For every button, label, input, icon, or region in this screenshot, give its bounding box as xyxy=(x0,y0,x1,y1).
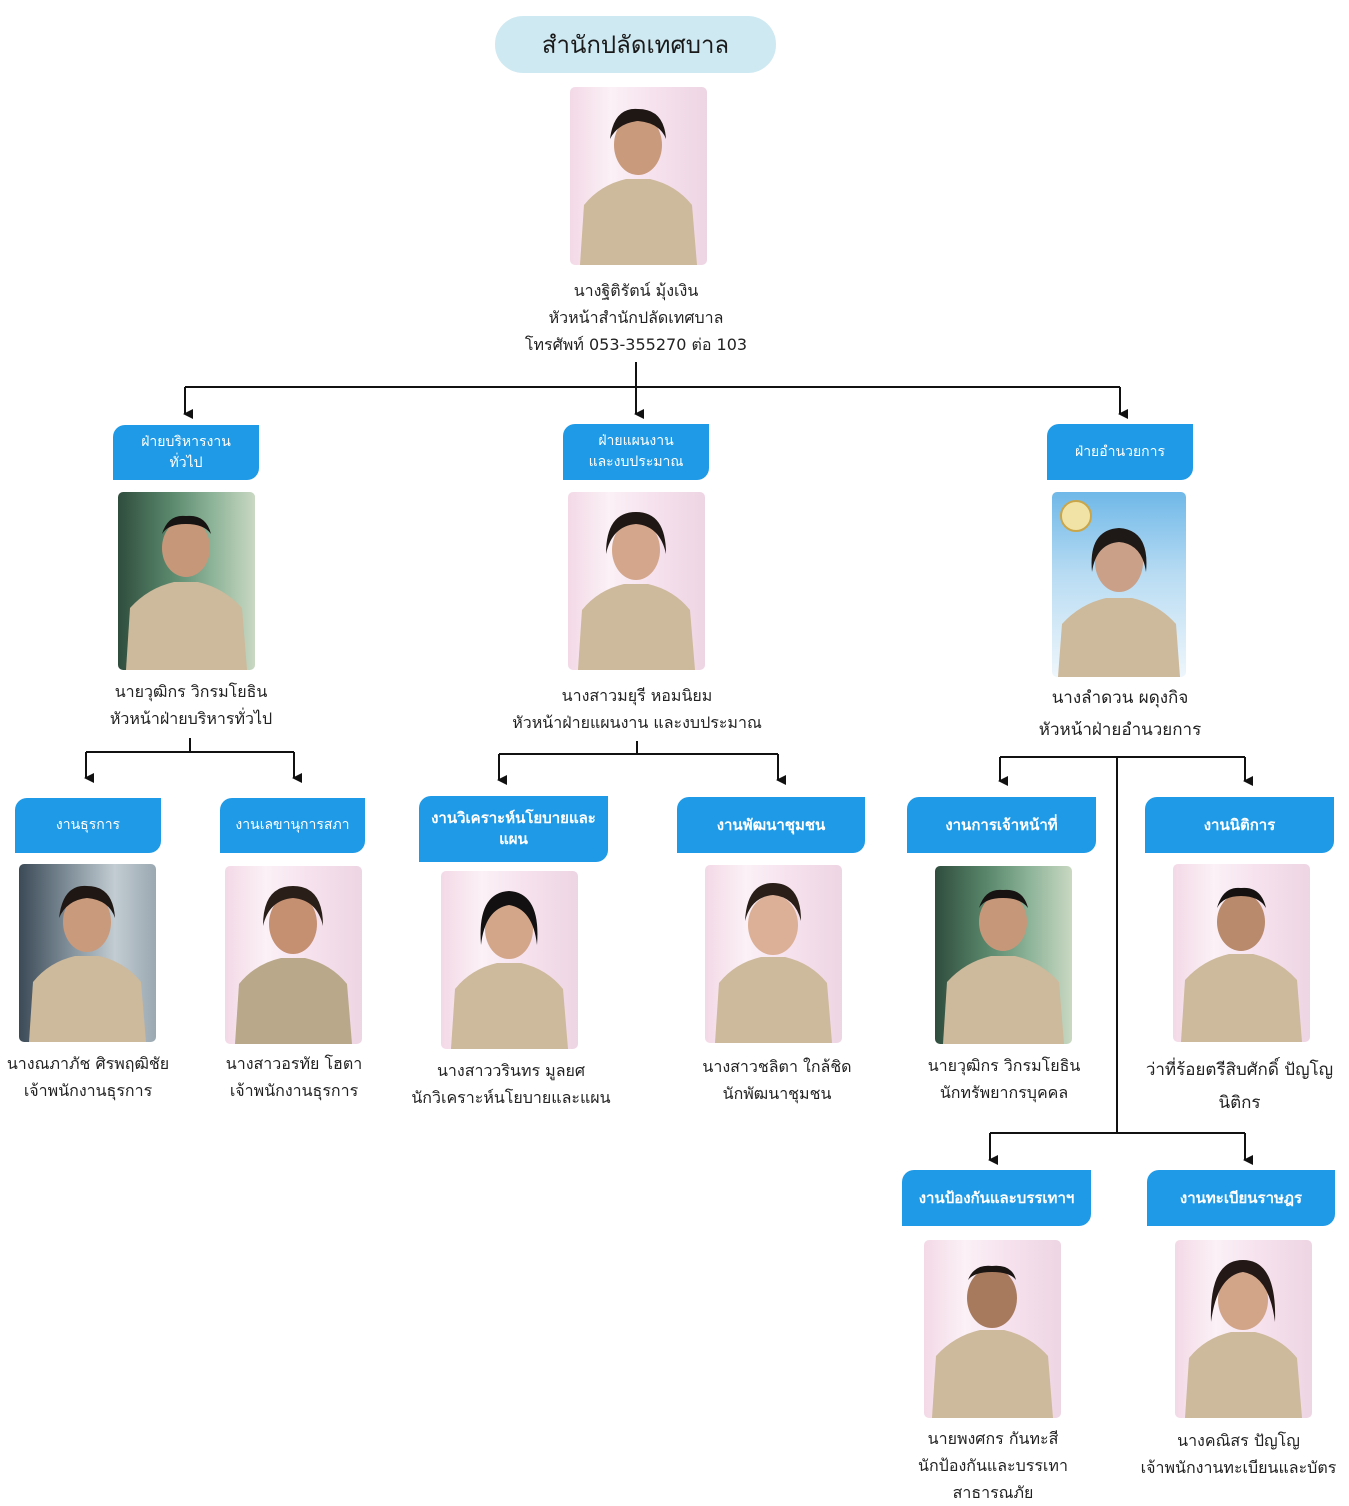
unit-staff-caption: นายวุฒิกร วิกรมโยธิน นักทรัพยากรบุคคล xyxy=(900,1052,1108,1106)
division-head-name: นายวุฒิกร วิกรมโยธิน xyxy=(114,682,268,701)
unit-label-text: งานทะเบียนราษฎร xyxy=(1179,1188,1303,1207)
unit-staff-photo xyxy=(225,866,362,1044)
page-title: สำนักปลัดเทศบาล xyxy=(495,16,776,73)
unit-staff-role: เจ้าพนักงานธุรการ xyxy=(23,1081,153,1100)
unit-label-council-secretary: งานเลขานุการสภา xyxy=(220,798,365,853)
unit-staff-caption: นางสาวอรทัย โฮตา เจ้าพนักงานธุรการ xyxy=(200,1050,388,1104)
head-caption: นางฐิติรัตน์ มุ้งเงิน หัวหน้าสำนักปลัดเท… xyxy=(470,277,802,358)
unit-label-personnel: งานการเจ้าหน้าที่ xyxy=(907,797,1096,853)
head-name: นางฐิติรัตน์ มุ้งเงิน xyxy=(573,281,699,300)
unit-staff-role-line2: สาธารณภัย xyxy=(952,1483,1034,1502)
unit-staff-role: นิติกร xyxy=(1218,1093,1261,1113)
unit-staff-name: นางสาววรินทร มูลยศ xyxy=(436,1061,586,1080)
unit-staff-caption: นางสาววรินทร มูลยศ นักวิเคราะห์นโยบายและ… xyxy=(395,1057,627,1111)
division-label-text: ฝ่ายอำนวยการ xyxy=(1074,443,1166,460)
unit-label-policy-analysis: งานวิเคราะห์นโยบายและแผน xyxy=(419,796,608,862)
unit-staff-photo xyxy=(1175,1240,1312,1418)
unit-label-line2: แผน xyxy=(499,830,528,848)
division-head-role: หัวหน้าฝ่ายบริหารทั่วไป xyxy=(109,709,273,728)
unit-staff-caption: ว่าที่ร้อยตรีสิบศักดิ์ ปัญโญ นิติกร xyxy=(1130,1054,1349,1120)
unit-label-clerical: งานธุรการ xyxy=(15,798,161,853)
unit-label-text: งานป้องกันและบรรเทาฯ xyxy=(918,1188,1075,1207)
unit-staff-role: เจ้าพนักงานทะเบียนและบัตร xyxy=(1140,1458,1337,1477)
unit-staff-caption: นางณภาภัช ศิรพฤฒิชัย เจ้าพนักงานธุรการ xyxy=(0,1050,176,1104)
division-label-planning-budget: ฝ่ายแผนงานและงบประมาณ xyxy=(563,424,709,480)
unit-label-civil-registration: งานทะเบียนราษฎร xyxy=(1147,1170,1335,1226)
division-label-administration: ฝ่ายอำนวยการ xyxy=(1047,424,1193,480)
division-head-role: หัวหน้าฝ่ายแผนงาน และงบประมาณ xyxy=(512,713,762,732)
division-head-caption: นายวุฒิกร วิกรมโยธิน หัวหน้าฝ่ายบริหารทั… xyxy=(60,678,322,732)
unit-staff-role-line1: นักป้องกันและบรรเทา xyxy=(918,1456,1068,1475)
division-head-photo xyxy=(1052,492,1186,677)
unit-staff-name: นางสาวอรทัย โฮตา xyxy=(225,1054,363,1073)
unit-staff-name: นายพงศกร กันทะสี xyxy=(927,1429,1059,1448)
unit-staff-role: นักทรัพยากรบุคคล xyxy=(939,1083,1069,1102)
unit-staff-caption: นางคณิสร ปัญโญ เจ้าพนักงานทะเบียนและบัตร xyxy=(1128,1427,1349,1481)
division-head-caption: นางลำดวน ผดุงกิจ หัวหน้าฝ่ายอำนวยการ xyxy=(1000,682,1240,746)
division-label-line2: และงบประมาณ xyxy=(588,454,684,470)
head-phone: โทรศัพท์ 053-355270 ต่อ 103 xyxy=(524,335,748,354)
unit-staff-photo xyxy=(924,1240,1061,1418)
unit-label-text: งานพัฒนาชุมชน xyxy=(716,815,826,834)
division-label-line1: ฝ่ายบริหารงาน xyxy=(141,433,231,450)
division-label-line2: ทั่วไป xyxy=(169,454,203,471)
unit-staff-caption: นางสาวชลิตา ใกล้ชิด นักพัฒนาชุมชน xyxy=(680,1053,874,1107)
division-head-name: นางสาวมยุรี หอมนิยม xyxy=(561,686,713,705)
division-label-general-admin: ฝ่ายบริหารงานทั่วไป xyxy=(113,425,259,480)
unit-staff-caption: นายพงศกร กันทะสี นักป้องกันและบรรเทา สาธ… xyxy=(900,1425,1086,1506)
division-head-photo xyxy=(568,492,705,670)
division-head-caption: นางสาวมยุรี หอมนิยม หัวหน้าฝ่ายแผนงาน แล… xyxy=(470,682,804,736)
unit-staff-role: นักวิเคราะห์นโยบายและแผน xyxy=(411,1088,611,1107)
division-label-line1: ฝ่ายแผนงาน xyxy=(598,433,674,449)
unit-staff-role: นักพัฒนาชุมชน xyxy=(722,1084,832,1103)
unit-staff-name: ว่าที่ร้อยตรีสิบศักดิ์ ปัญโญ xyxy=(1145,1060,1334,1080)
unit-staff-photo xyxy=(1173,864,1310,1042)
unit-label-text: งานการเจ้าหน้าที่ xyxy=(945,815,1058,834)
unit-staff-photo xyxy=(935,866,1072,1044)
unit-staff-name: นางคณิสร ปัญโญ xyxy=(1177,1431,1300,1450)
unit-label-line1: งานวิเคราะห์นโยบายและ xyxy=(431,809,596,827)
head-photo xyxy=(570,87,707,265)
unit-label-disaster-prevention: งานป้องกันและบรรเทาฯ xyxy=(902,1170,1091,1226)
unit-label-community-development: งานพัฒนาชุมชน xyxy=(677,797,865,853)
unit-staff-name: นายวุฒิกร วิกรมโยธิน xyxy=(927,1056,1081,1075)
unit-staff-role: เจ้าพนักงานธุรการ xyxy=(229,1081,359,1100)
unit-staff-name: นางณภาภัช ศิรพฤฒิชัย xyxy=(6,1054,170,1073)
unit-staff-photo xyxy=(19,864,156,1042)
unit-label-legal: งานนิติการ xyxy=(1145,797,1334,853)
head-role: หัวหน้าสำนักปลัดเทศบาล xyxy=(548,308,724,327)
unit-staff-photo xyxy=(441,871,578,1049)
division-head-role: หัวหน้าฝ่ายอำนวยการ xyxy=(1038,720,1202,740)
unit-label-text: งานธุรการ xyxy=(55,817,121,833)
division-head-photo xyxy=(118,492,255,670)
unit-staff-photo xyxy=(705,865,842,1043)
unit-label-text: งานนิติการ xyxy=(1203,815,1276,834)
unit-staff-name: นางสาวชลิตา ใกล้ชิด xyxy=(702,1057,852,1076)
division-head-name: นางลำดวน ผดุงกิจ xyxy=(1051,688,1189,708)
unit-label-text: งานเลขานุการสภา xyxy=(235,817,350,833)
